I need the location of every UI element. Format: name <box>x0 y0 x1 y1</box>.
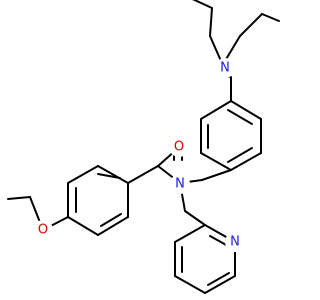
bond <box>200 152 232 171</box>
atom-label-pyridine-n: N <box>230 235 240 250</box>
bond <box>204 275 236 294</box>
bond <box>7 196 31 200</box>
atom-label-carbonyl-o: O <box>174 140 184 155</box>
bond <box>174 224 206 243</box>
bond <box>67 216 99 236</box>
bond <box>97 216 129 236</box>
atom-background <box>215 58 235 78</box>
atom-label-ether-o: O <box>38 223 48 238</box>
bond <box>97 165 129 184</box>
atom-label-amine-n: N <box>220 61 230 76</box>
bond <box>230 100 262 120</box>
bond <box>209 7 213 37</box>
bond <box>209 35 222 62</box>
bond <box>209 235 229 247</box>
atoms: N O N O N <box>33 58 245 252</box>
bond <box>67 165 99 184</box>
atom-background <box>169 137 189 157</box>
bond <box>227 109 253 125</box>
atom-background <box>225 232 245 252</box>
bond <box>207 272 230 286</box>
atom-background <box>33 220 53 240</box>
bond <box>201 169 232 181</box>
bond <box>224 35 241 62</box>
bond <box>127 165 159 184</box>
bond <box>230 152 262 171</box>
bond <box>192 0 213 9</box>
bond <box>100 213 122 227</box>
bond <box>239 13 263 37</box>
bond <box>261 13 280 22</box>
bond <box>227 147 253 163</box>
atom-label-amide-n: N <box>175 177 185 192</box>
molecule-structure: N O N O N <box>7 0 280 294</box>
bond <box>97 173 121 179</box>
bonds <box>7 0 280 294</box>
bond <box>200 100 232 120</box>
bond <box>184 210 206 226</box>
atom-background <box>170 174 190 194</box>
bond <box>174 275 206 294</box>
